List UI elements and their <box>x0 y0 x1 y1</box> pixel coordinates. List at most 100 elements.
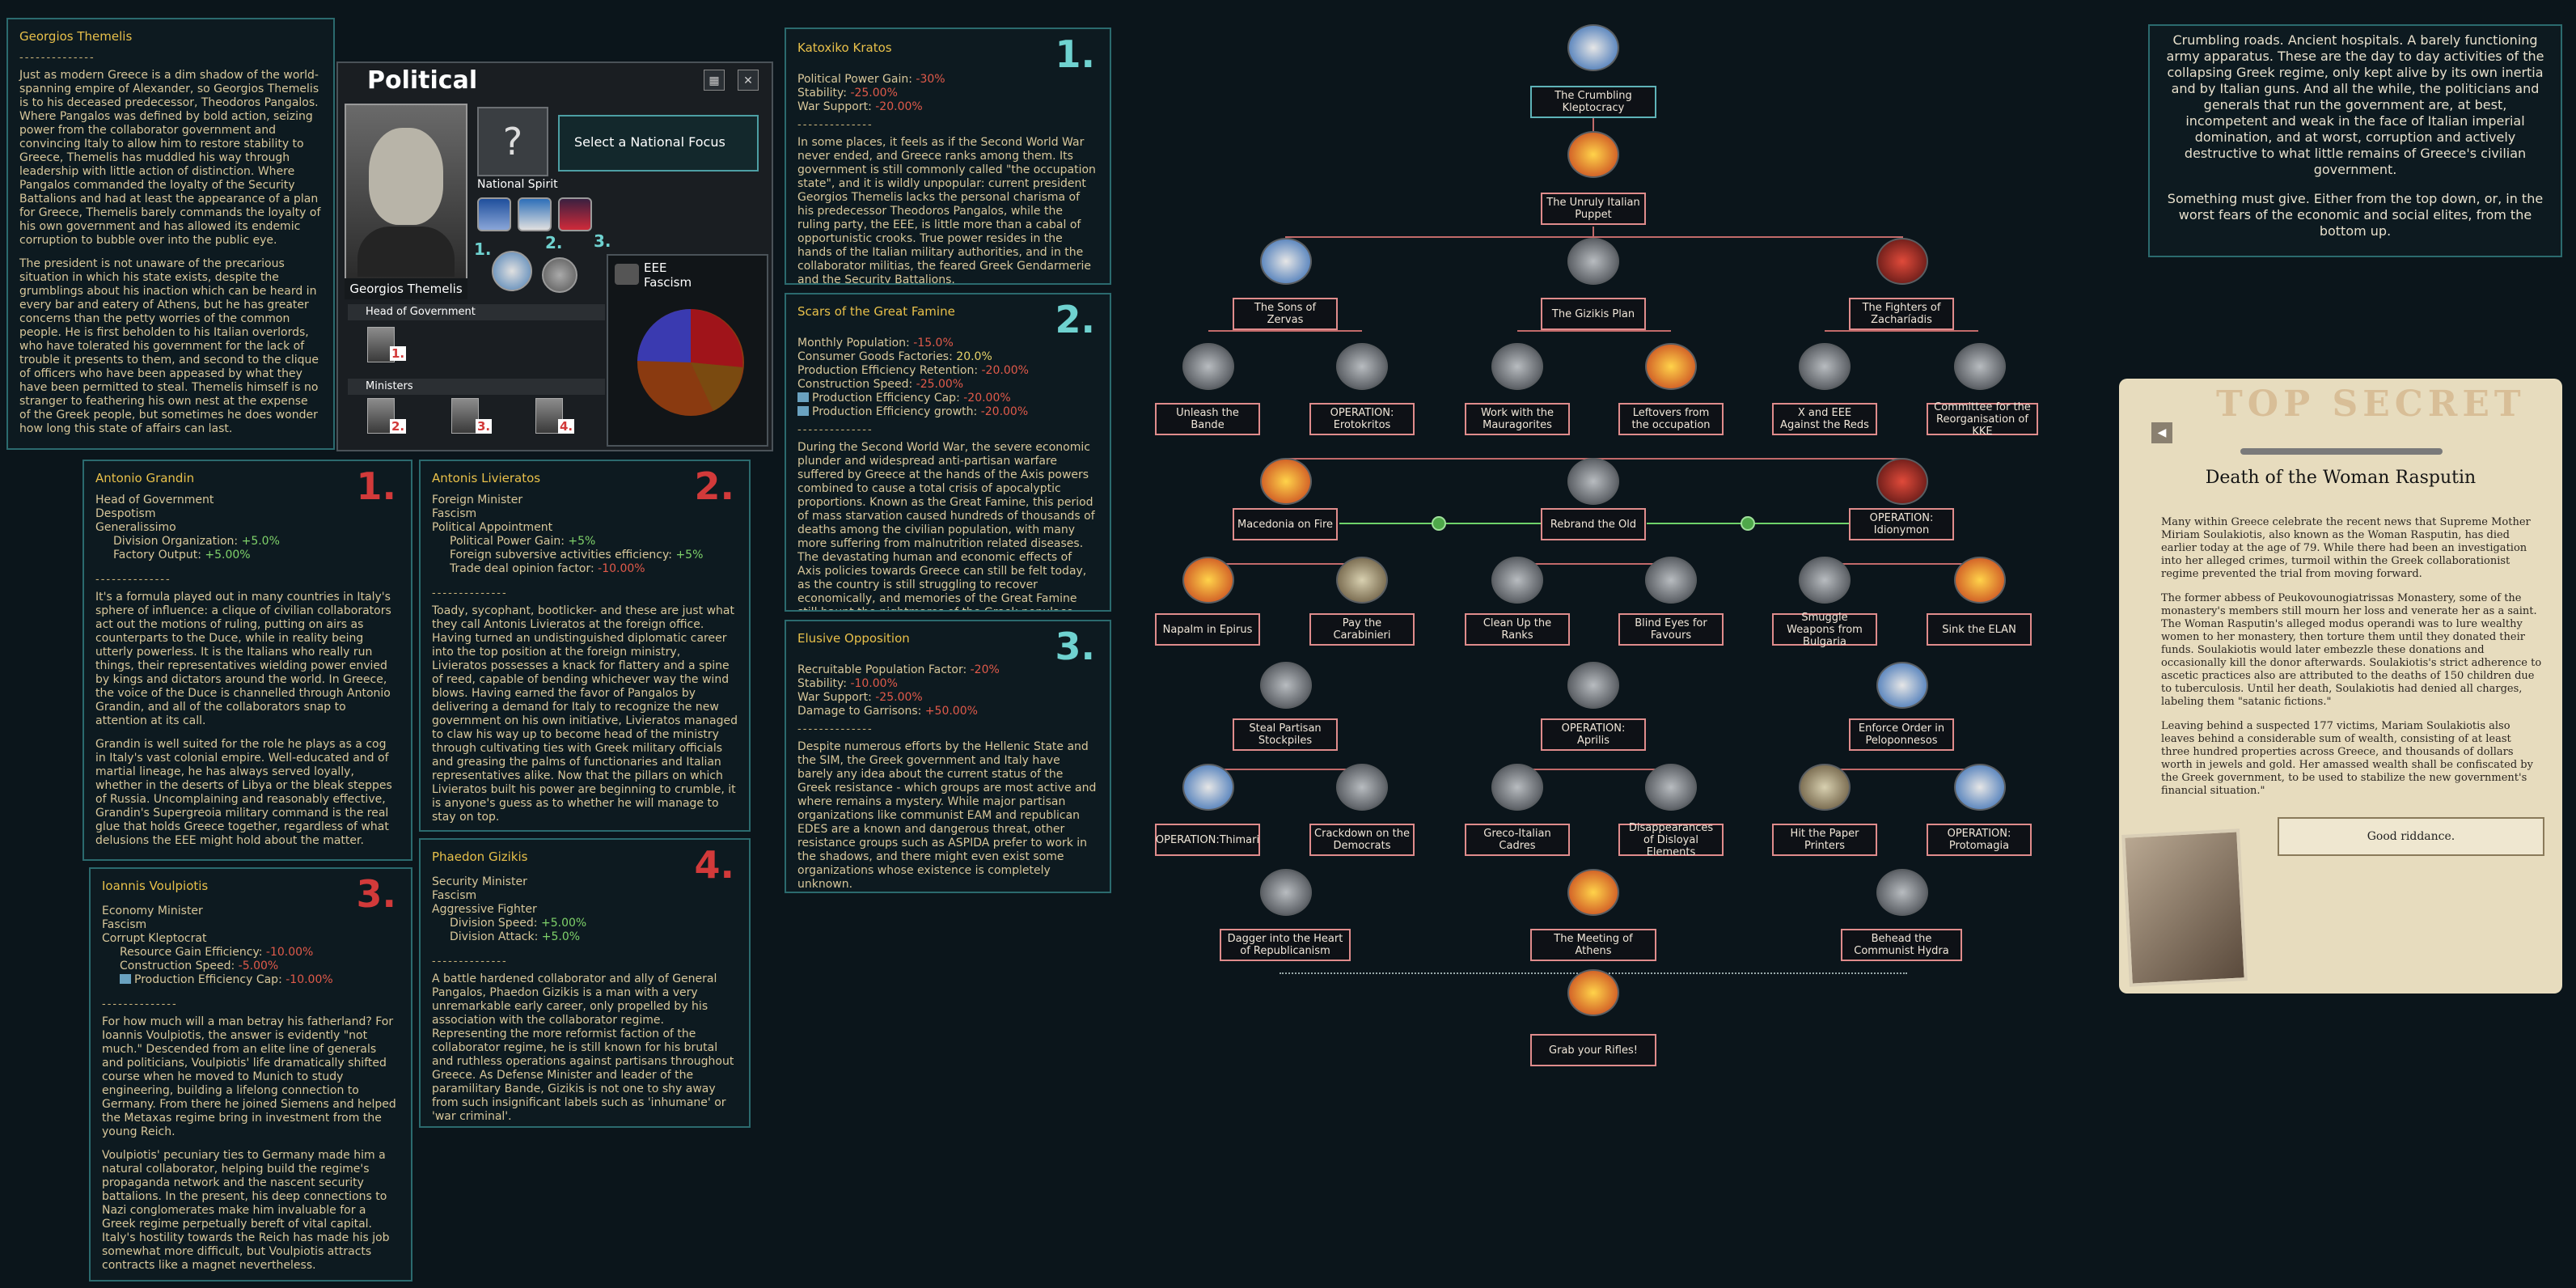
focus-node[interactable]: The Sons of Zervas <box>1233 298 1338 330</box>
rifles-icon <box>1260 662 1312 709</box>
separator: -------------- <box>797 424 873 436</box>
focus-node[interactable]: The Crumbling Kleptocracy <box>1530 86 1656 118</box>
panel-number: 2. <box>694 464 734 508</box>
face-shape <box>369 128 443 225</box>
focus-node[interactable]: OPERATION: Protomagia <box>1927 824 2032 856</box>
spirit-famine-icon[interactable] <box>518 197 552 231</box>
popularity-pie <box>637 309 744 416</box>
effect-3: Trade deal opinion factor: -10.00% <box>450 562 645 575</box>
focus-node[interactable]: Greco-Italian Cadres <box>1465 824 1570 856</box>
top-secret-stamp: TOP SECRET <box>2216 383 2526 425</box>
connector <box>1208 563 1362 565</box>
focus-node[interactable]: OPERATION: Aprilis <box>1541 718 1646 751</box>
focus-node[interactable]: Sink the ELAN <box>1927 613 2032 646</box>
description-p2: Voulpiotis' pecuniary ties to Germany ma… <box>102 1149 390 1272</box>
minister-slot-foreign[interactable] <box>367 398 395 434</box>
focus-node[interactable]: Clean Up the Ranks <box>1465 613 1570 646</box>
party-name: EEE <box>644 261 667 275</box>
minister-number-4: 4. <box>558 419 575 434</box>
role: Security Minister <box>432 875 527 888</box>
focus-node[interactable]: Work with the Mauragorites <box>1465 403 1570 435</box>
focus-node[interactable]: Smuggle Weapons from Bulgaria <box>1772 612 1877 648</box>
soldier-icon <box>1799 343 1851 390</box>
spirit-seal-icon[interactable] <box>492 251 532 291</box>
connector <box>1825 330 1978 332</box>
description-p2: Grandin is well suited for the role he p… <box>95 738 392 847</box>
focus-node[interactable]: Pay the Carabinieri <box>1309 613 1415 646</box>
focus-node[interactable]: Crackdown on the Democrats <box>1309 824 1415 856</box>
minister-grandin-panel: 1. Antonio Grandin Head of Government De… <box>82 460 412 861</box>
book-icon[interactable]: ▦ <box>704 70 725 91</box>
soldiers-icon <box>1491 764 1543 811</box>
minister-slot-economy[interactable] <box>451 398 479 434</box>
trait: Political Appointment <box>432 521 553 534</box>
focus-node[interactable]: The Gizikis Plan <box>1541 298 1646 330</box>
focus-node[interactable]: OPERATION: Idionymon <box>1849 508 1954 540</box>
effect-1: Political Power Gain: +5% <box>450 535 596 548</box>
napalm-icon <box>1182 557 1234 604</box>
window-title: Political <box>367 66 478 95</box>
leader-name: Georgios Themelis <box>345 278 467 299</box>
lamp-icon <box>1645 343 1697 390</box>
effect-3: Production Efficiency Cap: -10.00% <box>102 973 400 987</box>
focus-node[interactable]: Committee for the Reorganisation of KKE <box>1927 401 2038 438</box>
effect-2: Factory Output: +5.00% <box>113 549 251 561</box>
focus-node[interactable]: Blind Eyes for Favours <box>1618 613 1724 646</box>
truck-icon <box>1799 557 1851 604</box>
soldier-icon <box>1645 764 1697 811</box>
focus-node[interactable]: Rebrand the Old <box>1541 508 1646 540</box>
effect-1: Division Organization: +5.0% <box>113 535 280 548</box>
description-p1: It's a formula played out in many countr… <box>95 591 391 727</box>
head-of-government-slot[interactable] <box>367 327 395 362</box>
panel-title: Antonio Grandin <box>95 471 195 485</box>
role: Foreign Minister <box>432 494 523 506</box>
focus-node[interactable]: OPERATION:Thimari <box>1155 824 1260 856</box>
focus-node[interactable]: The Meeting of Athens <box>1530 929 1656 961</box>
focus-node[interactable]: Steal Partisan Stockpiles <box>1233 718 1338 751</box>
panel-title: Ioannis Voulpiotis <box>102 879 209 893</box>
effect-2: Division Attack: +5.0% <box>450 930 581 943</box>
focus-node[interactable]: Dagger into the Heart of Republicanism <box>1220 929 1351 961</box>
focus-node[interactable]: Napalm in Epirus <box>1155 613 1260 646</box>
focus-node[interactable]: Behead the Communist Hydra <box>1841 929 1962 961</box>
focus-node[interactable]: OPERATION: Erotokritos <box>1309 403 1415 435</box>
question-mark-icon[interactable]: ? <box>477 107 548 176</box>
spirit-opposition-panel: 3. Elusive Opposition Recruitable Popula… <box>785 620 1111 893</box>
spirit-gear-icon[interactable] <box>542 257 577 293</box>
effect-2: Stability: -25.00% <box>797 87 898 100</box>
minister-gizikis-panel: 4. Phaedon Gizikis Security Minister Fas… <box>419 838 751 1128</box>
factory-icon <box>120 974 131 984</box>
role: Economy Minister <box>102 905 203 917</box>
panel-title: Scars of the Great Famine <box>797 304 955 319</box>
officer-icon <box>1567 238 1619 285</box>
description-p1: A battle hardened collaborator and ally … <box>432 972 734 1123</box>
select-focus-button[interactable]: Select a National Focus <box>558 115 759 172</box>
back-arrow-icon[interactable]: ◀ <box>2151 422 2172 443</box>
focus-node[interactable]: Hit the Paper Printers <box>1772 824 1877 856</box>
focus-node[interactable]: Leftovers from the occupation <box>1618 403 1724 435</box>
flag-icon <box>1336 557 1388 604</box>
focus-node[interactable]: Unleash the Bande <box>1155 403 1260 435</box>
focus-node[interactable]: Macedonia on Fire <box>1233 508 1338 540</box>
event-title: Death of the Woman Rasputin <box>2205 468 2477 488</box>
factory-icon <box>797 392 809 402</box>
close-icon[interactable]: ✕ <box>738 70 759 91</box>
focus-node[interactable]: Enforce Order in Peloponnesos <box>1849 718 1954 751</box>
ideology-name: Fascism <box>644 275 692 290</box>
focus-node[interactable]: The Unruly Italian Puppet <box>1541 193 1646 225</box>
focus-node[interactable]: Disappearances of Disloyal Elements <box>1618 822 1724 858</box>
helmet-icon <box>1182 343 1234 390</box>
spirit-opposition-icon[interactable] <box>558 197 592 231</box>
effect-2: Foreign subversive activities efficiency… <box>450 549 704 561</box>
focus-node[interactable]: Grab your Rifles! <box>1530 1034 1656 1066</box>
focus-node[interactable]: The Fighters of Zacharíadis <box>1849 298 1954 330</box>
focus-node[interactable]: X and EEE Against the Reds <box>1772 403 1877 435</box>
trait: Corrupt Kleptocrat <box>102 932 207 945</box>
leader-portrait[interactable] <box>345 104 467 280</box>
spirit-number-2: 2. <box>545 233 563 252</box>
flag-icon <box>1954 764 2006 811</box>
spirit-kratos-icon[interactable] <box>477 197 511 231</box>
event-option-button[interactable]: Good riddance. <box>2278 817 2544 856</box>
gear-icon <box>1567 662 1619 709</box>
ideology-panel[interactable]: EEE Fascism <box>607 254 768 447</box>
